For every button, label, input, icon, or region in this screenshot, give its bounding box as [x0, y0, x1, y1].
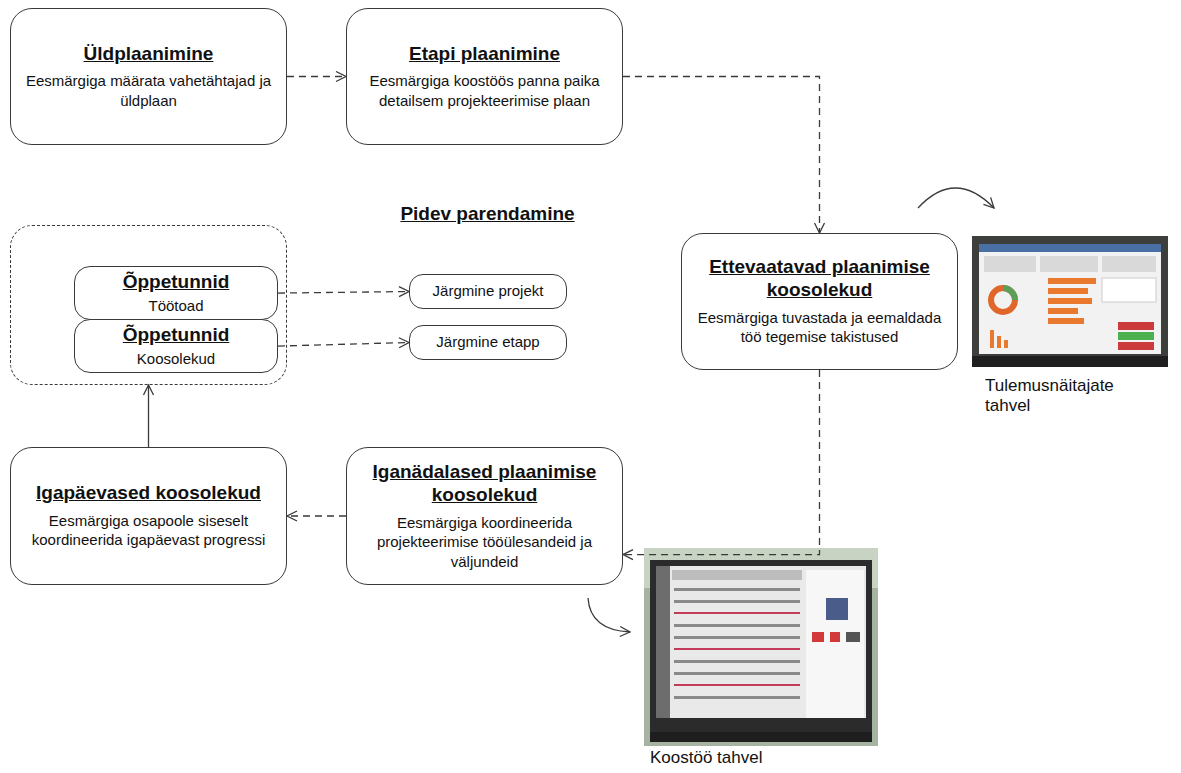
- section-heading: Pidev parendamine: [400, 203, 575, 226]
- pointer-curve: [918, 188, 994, 208]
- node-heading: Õppetunnid: [123, 324, 230, 347]
- meeting-box: Iganädalased plaanimise koosolekudEesmär…: [346, 447, 623, 585]
- dashboard-screenshot: [972, 236, 1168, 367]
- process-box: Etapi plaanimineEesmärgiga koostöös pann…: [346, 8, 623, 145]
- node-heading: Iganädalased plaanimise koosolekud: [361, 461, 608, 507]
- flow-connector: [287, 76, 346, 77]
- node-heading: Igapäevased koosolekud: [36, 482, 261, 505]
- node-body: Eesmärgiga koordineerida projekteerimise…: [361, 513, 608, 572]
- flow-connector: [623, 370, 820, 555]
- meeting-box: Igapäevased koosolekudEesmärgiga osapool…: [10, 447, 287, 585]
- pointer-curve: [588, 598, 630, 632]
- flow-connector: [278, 343, 409, 347]
- flow-connector: [278, 292, 409, 294]
- outcome-box: Järgmine etapp: [409, 325, 567, 360]
- node-body: Eesmärgiga tuvastada ja eemaldada töö te…: [696, 308, 943, 347]
- node-heading: Üldplaanimine: [84, 43, 214, 66]
- node-body: Eesmärgiga määrata vahetähtajad ja üldpl…: [25, 71, 272, 110]
- flow-connector: [287, 515, 346, 516]
- outcome-box: Järgmine projekt: [409, 274, 567, 309]
- image-caption: Koostöö tahvel: [650, 748, 850, 768]
- image-caption: Tulemusnäitajate tahvel: [985, 376, 1155, 417]
- node-body: Eesmärgiga osapoole siseselt koordineeri…: [25, 511, 272, 550]
- node-body: Koosolekud: [137, 349, 215, 369]
- lesson-box: ÕppetunnidKoosolekud: [74, 319, 278, 373]
- node-body: Eesmärgiga koostöös panna paika detailse…: [361, 71, 608, 110]
- group-box: ÕppetunnidTöötoadÕppetunnidKoosolekud: [10, 225, 287, 385]
- node-body: Töötoad: [148, 296, 203, 316]
- lesson-box: ÕppetunnidTöötoad: [74, 266, 278, 320]
- collaboration-screenshot: [644, 548, 878, 746]
- node-text: Järgmine etapp: [436, 333, 539, 352]
- flow-connector: [623, 77, 820, 234]
- process-box: ÜldplaanimineEesmärgiga määrata vahetäht…: [10, 8, 287, 145]
- node-text: Järgmine projekt: [433, 282, 544, 301]
- flow-connector: [148, 385, 149, 447]
- node-heading: Etapi plaanimine: [409, 43, 560, 66]
- node-heading: Ettevaatavad plaanimise koosolekud: [696, 256, 943, 302]
- meeting-box: Ettevaatavad plaanimise koosolekudEesmär…: [681, 233, 958, 370]
- node-heading: Õppetunnid: [123, 271, 230, 294]
